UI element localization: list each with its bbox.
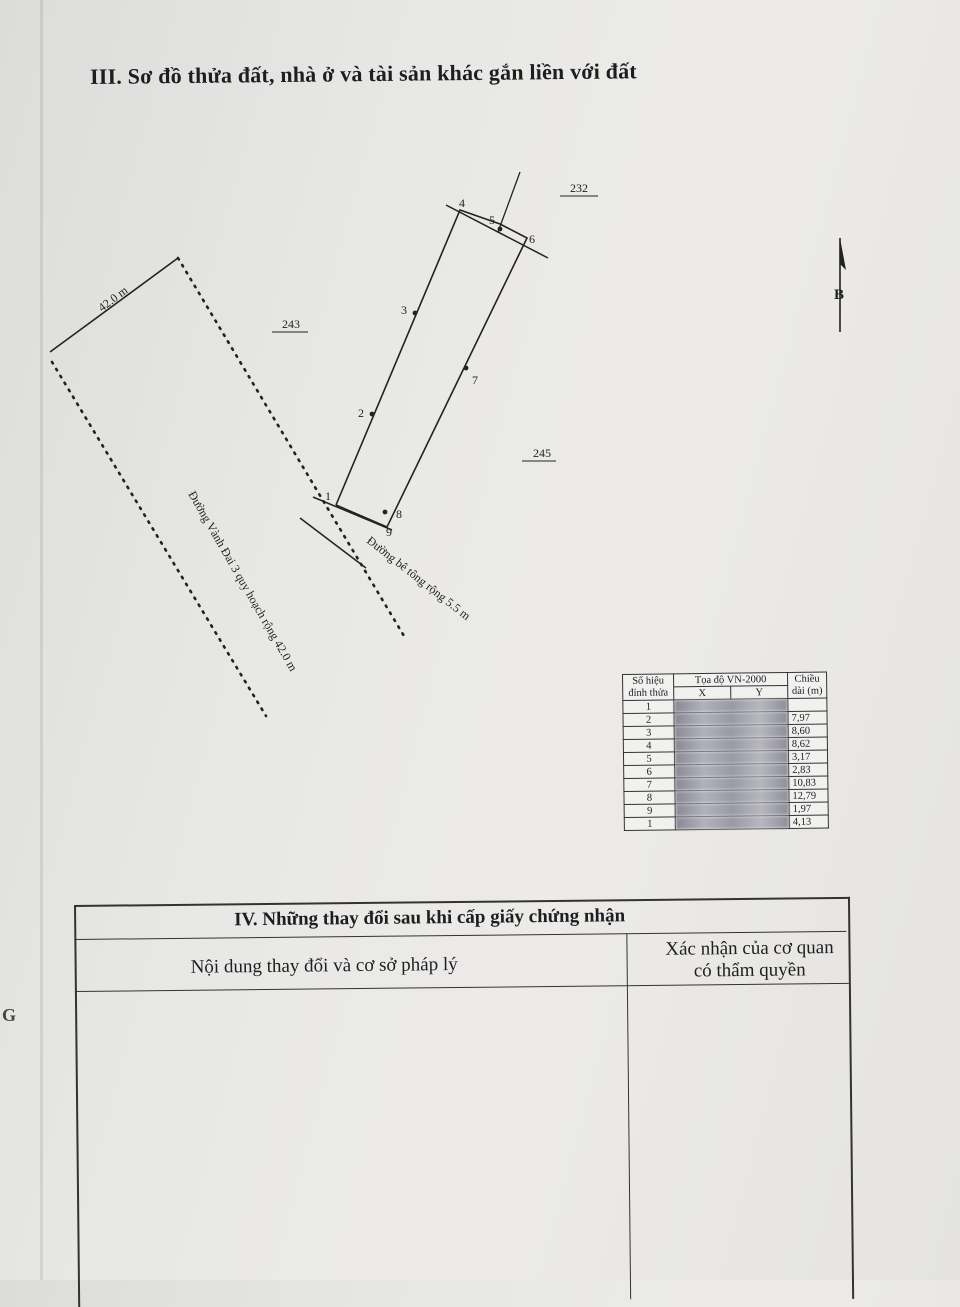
ring-road-label: Đường Vành Đai 3 quy hoạch rộng 42.0 m [185,489,300,675]
margin-letter: G [2,1005,17,1025]
vertex-id: 4 [623,738,675,753]
vertex-marker-2 [369,411,375,417]
vertex-id: 9 [624,803,676,818]
concrete-road-edge-2 [299,517,367,569]
vertex-label-3: 3 [401,303,407,317]
page-fold-shadow [40,0,43,1280]
segment-length [787,697,827,712]
vertex-marker-8 [382,509,388,515]
north-label: B [834,287,844,303]
vertex-label-9: 9 [386,525,392,539]
vertex-label-1: 1 [325,489,331,503]
vertex-label-4: 4 [459,196,465,210]
vertex-id: 3 [623,725,675,740]
column-header-content: Nội dung thay đổi và cơ sở pháp lý [190,953,458,978]
coordinate-table: Số hiệu đỉnh thửa Tọa độ VN-2000 Chiều d… [622,671,829,831]
table-header-x: X [673,686,731,700]
neighbor-top-line [445,204,549,259]
segment-length: 7,97 [787,710,828,725]
segment-length: 8,60 [788,723,828,738]
concrete-road-label: Đường bê tông rộng 5.5 m [364,533,474,623]
segment-length: 12,79 [788,788,829,803]
ring-road-dotted-left [50,360,268,718]
parcel-boundary [335,208,529,529]
table-header-y: Y [730,685,788,700]
vertex-label-7: 7 [472,373,478,387]
ring-road-dotted-right [176,256,406,638]
segment-length: 1,97 [789,801,829,816]
segment-length: 3,17 [788,749,828,764]
vertex-id: 1 [622,699,674,714]
parcel-245-label: 245 [533,446,551,460]
vertex-label-5: 5 [489,213,495,227]
vertex-label-6: 6 [529,232,535,246]
table-header-length: Chiều dài (m) [787,672,827,699]
vertex-id: 5 [623,751,675,766]
road-width-label: 42.0 m [95,283,131,315]
vertex-label-2: 2 [358,406,364,420]
north-arrow-head [840,238,846,270]
land-parcel-diagram: 1 2 3 4 5 6 7 8 9 232 243 245 42.0 m Đườ… [49,171,846,718]
vertex-id: 7 [623,777,675,792]
vertex-id: 6 [623,764,675,779]
vertex-id: 2 [622,712,675,727]
parcel-232-label: 232 [570,181,588,195]
coord-redacted [675,815,790,830]
vertex-label-8: 8 [396,507,402,521]
segment-length: 10,83 [788,775,828,790]
vertex-id: 8 [623,790,676,805]
segment-length: 8,62 [788,736,828,751]
column-header-confirm: Xác nhận của cơ quan có thẩm quyền [665,937,834,982]
vertex-id: 1 [624,816,676,831]
section-4-title: IV. Những thay đổi sau khi cấp giấy chứn… [234,905,626,931]
vertex-marker-5 [497,226,503,232]
changes-section: IV. Những thay đổi sau khi cấp giấy chứn… [74,896,855,1307]
segment-length: 4,13 [789,814,829,829]
segment-length: 2,83 [788,762,828,777]
neighbor-boundary-line [497,171,521,233]
concrete-road-edge-1 [312,496,393,531]
ring-road-width-line [49,257,179,353]
vertex-marker-7 [463,365,469,371]
table-header-vertex: Số hiệu đỉnh thửa [622,673,674,701]
vertex-marker-3 [412,310,418,316]
parcel-243-label: 243 [282,317,300,331]
